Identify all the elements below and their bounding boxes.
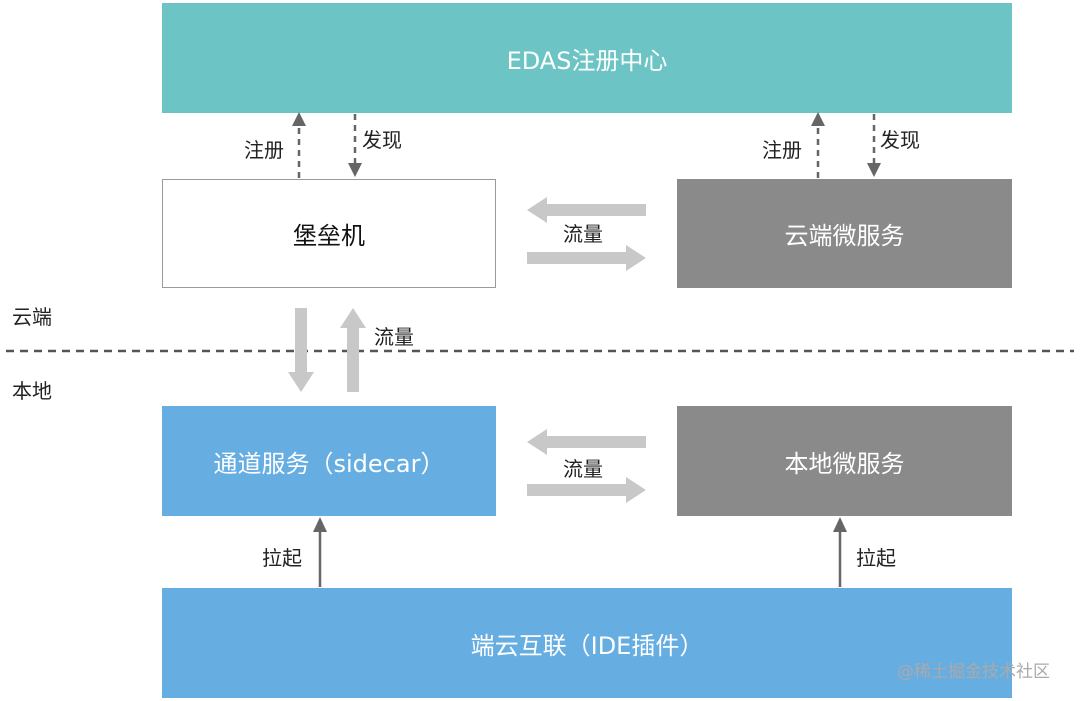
traffic-top-left-arrow <box>527 197 646 223</box>
bastion-host-box: 堡垒机 <box>162 179 496 288</box>
discover-left-label: 发现 <box>362 128 402 152</box>
traffic-bottom-right-arrow <box>527 477 646 503</box>
discover-right-label: 发现 <box>880 128 920 152</box>
launch-right-arrowhead <box>833 517 847 532</box>
cloud-microservice-box: 云端微服务 <box>677 179 1012 288</box>
traffic-up-arrow <box>340 308 366 392</box>
traffic-top-label: 流量 <box>563 222 603 246</box>
traffic-bottom-label: 流量 <box>563 457 603 481</box>
register-right-arrowhead <box>811 112 825 126</box>
launch-right-label: 拉起 <box>856 546 896 570</box>
traffic-down-arrow <box>288 308 314 392</box>
local-microservice-box: 本地微服务 <box>677 406 1012 516</box>
discover-right-arrowhead <box>867 163 881 177</box>
cloud-microservice-label: 云端微服务 <box>784 222 905 250</box>
traffic-top-right-arrow <box>527 245 646 271</box>
sidecar-service-box: 通道服务（sidecar） <box>162 406 496 516</box>
launch-left-arrowhead <box>313 517 327 532</box>
edas-registry-label: EDAS注册中心 <box>506 46 668 75</box>
local-microservice-label: 本地微服务 <box>784 449 905 478</box>
launch-left-label: 拉起 <box>262 546 302 570</box>
register-left-label: 注册 <box>244 138 284 162</box>
ide-plugin-box: 端云互联（IDE插件） <box>162 588 1012 698</box>
cloud-zone-label: 云端 <box>12 305 52 329</box>
traffic-vertical-label: 流量 <box>374 325 414 349</box>
watermark-text: @稀土掘金技术社区 <box>897 662 1050 682</box>
discover-left-arrowhead <box>348 163 362 177</box>
register-left-arrowhead <box>292 112 306 126</box>
local-zone-label: 本地 <box>12 379 52 403</box>
sidecar-service-label: 通道服务（sidecar） <box>213 449 445 478</box>
traffic-bottom-left-arrow <box>527 429 646 455</box>
ide-plugin-label: 端云互联（IDE插件） <box>470 631 704 660</box>
register-right-label: 注册 <box>762 138 802 162</box>
bastion-host-label: 堡垒机 <box>293 222 365 250</box>
edas-registry-box: EDAS注册中心 <box>162 3 1012 113</box>
